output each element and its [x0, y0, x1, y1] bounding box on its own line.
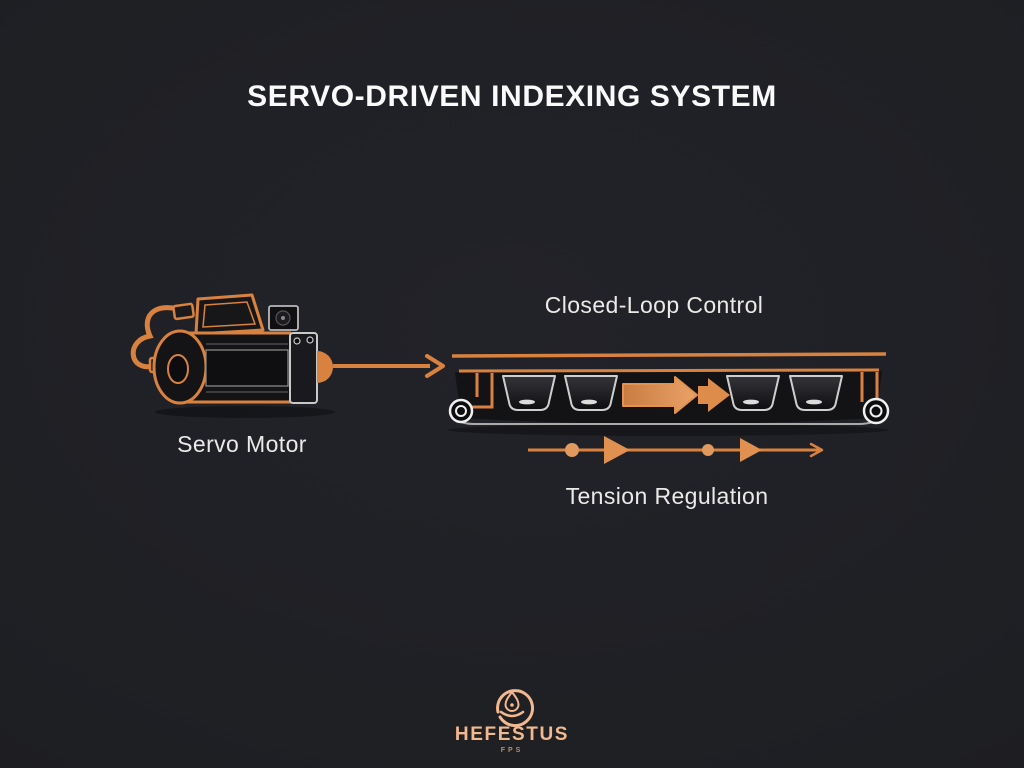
servo-motor-illustration — [130, 293, 335, 418]
brand-footer: HEFESTUS FPS — [0, 682, 1024, 754]
tension-arrow-line — [528, 436, 824, 464]
tray-cup — [564, 375, 618, 411]
left-roller — [448, 398, 474, 424]
drive-arrow-icon — [333, 354, 445, 378]
flow-arrow-icons — [622, 376, 730, 414]
tray-cup — [726, 375, 780, 411]
closed-loop-control-label: Closed-Loop Control — [544, 292, 764, 318]
tension-regulation-label: Tension Regulation — [565, 483, 769, 509]
tray-cup — [789, 375, 843, 411]
servo-motor-label: Servo Motor — [177, 431, 307, 457]
page-title: SERVO-DRIVEN INDEXING SYSTEM — [247, 80, 777, 113]
brand-subtitle: FPS — [500, 747, 524, 754]
conveyor-illustration — [448, 352, 890, 436]
brand-logo-icon — [496, 689, 535, 728]
brand-name: HEFESTUS — [454, 724, 570, 745]
right-roller — [862, 397, 890, 425]
tray-cup — [502, 375, 556, 411]
